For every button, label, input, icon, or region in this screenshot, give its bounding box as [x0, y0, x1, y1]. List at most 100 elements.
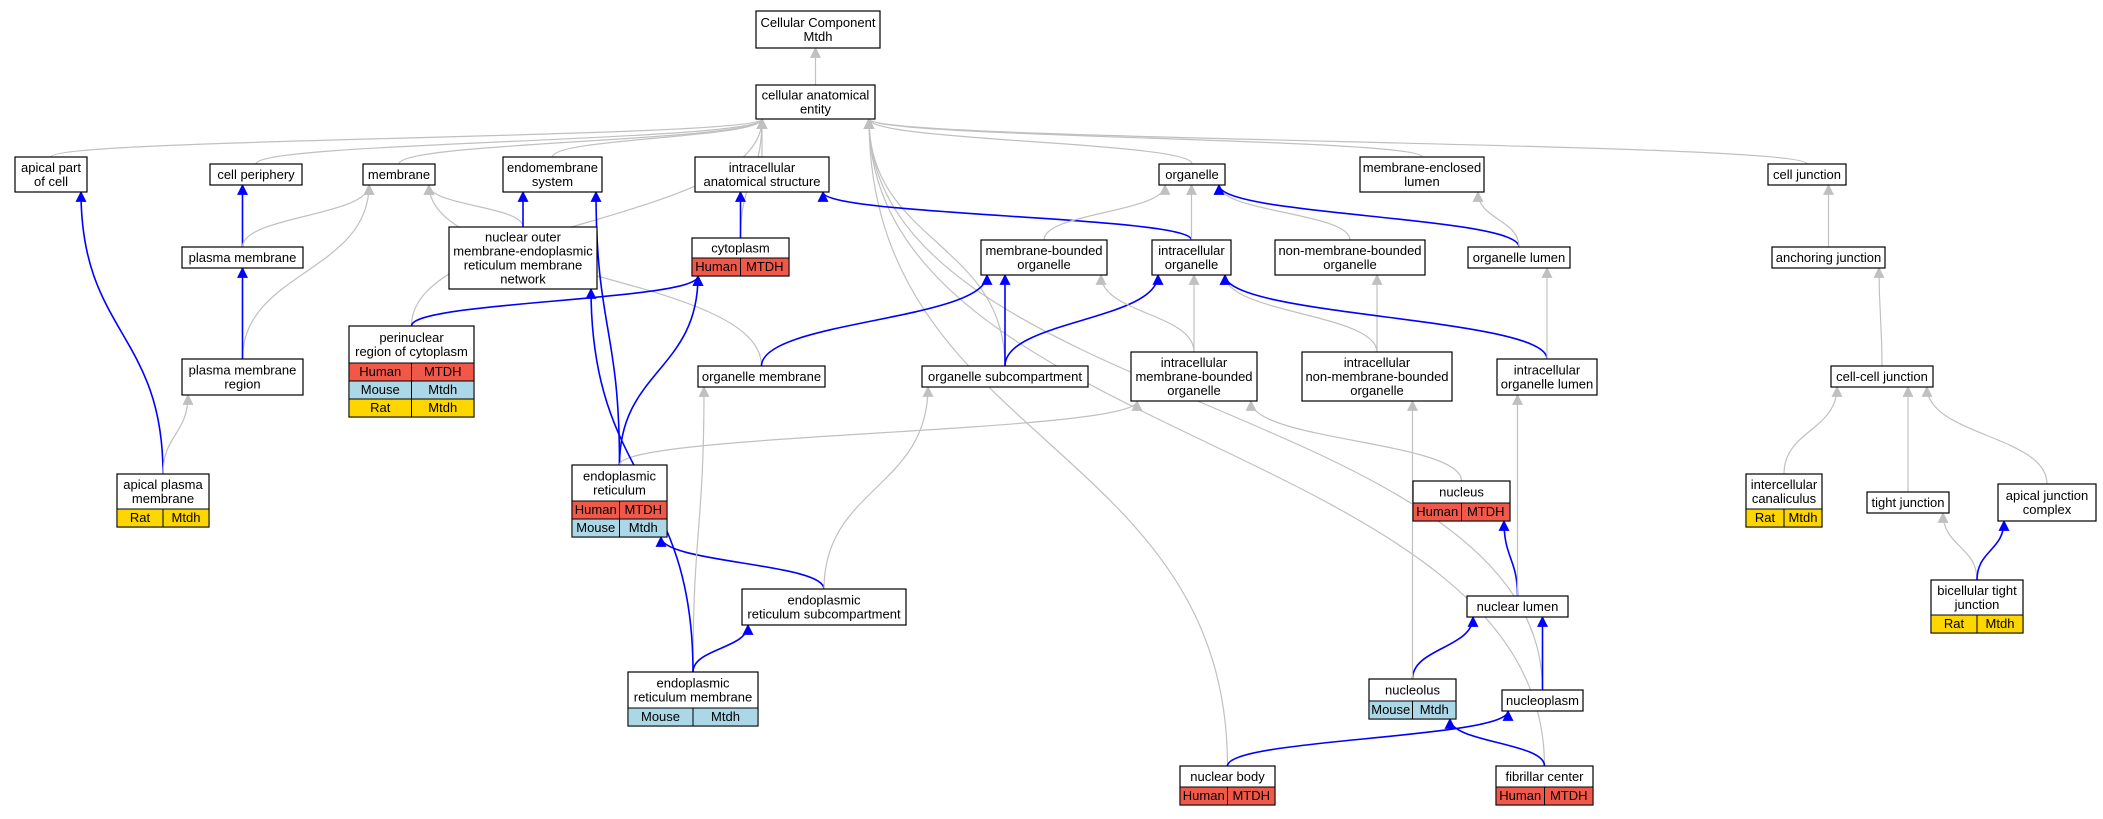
node-label-line: tight junction [1872, 495, 1945, 510]
node-box [1130, 351, 1258, 402]
node-box [502, 156, 603, 193]
edge-layer [50, 46, 2048, 767]
node-cell-cell-junction[interactable]: cell-cell junction [1830, 365, 1934, 388]
node-box [448, 226, 598, 290]
node-nuclear-outer-membrane[interactable]: nuclear outermembrane-endoplasmicreticul… [448, 226, 598, 290]
node-nuclear-lumen[interactable]: nuclear lumen [1466, 595, 1569, 618]
node-label-line: nucleolus [1385, 683, 1440, 698]
node-label-line: network [500, 272, 546, 287]
species-gene-cell-bg [619, 518, 668, 538]
node-box [755, 10, 881, 49]
edge-intracellular-organelle-to-intracellular-anatomical-structure [817, 190, 1193, 241]
node-label-line: membrane-endoplasmic [453, 244, 593, 259]
edge-intracellular-membrane-bounded-organelle-to-membrane-bounded-organelle [1095, 273, 1195, 353]
node-label-line: non-membrane-bounded [1305, 369, 1448, 384]
node-label-line: endoplasmic [583, 469, 656, 484]
species-gene-cell-bg [1412, 700, 1457, 720]
node-organelle-membrane[interactable]: organelle membrane [697, 365, 826, 388]
edge-membrane-to-cellular-anatomical-entity [398, 117, 768, 165]
node-nucleoplasm[interactable]: nucleoplasm [1501, 689, 1584, 712]
species-gene-cell: Mtdh [428, 382, 457, 397]
species-gene-cell: MTDH [1550, 788, 1588, 803]
edge-intracellular-organelle-lumen-to-intracellular-organelle [1219, 273, 1548, 360]
node-box [1771, 246, 1886, 269]
node-label-line: intracellular [1344, 355, 1411, 370]
node-plasma-membrane[interactable]: plasma membrane [181, 246, 304, 269]
node-label-line: apical plasma [123, 477, 203, 492]
edge-nuclear-body-to-cellular-anatomical-entity [863, 117, 1229, 767]
edge-perinuclear-region-to-cytoplasm [410, 274, 704, 327]
node-organelle[interactable]: organelle [1158, 163, 1226, 186]
node-label-line: region of cytoplasm [355, 344, 468, 359]
edge-apical-junction-complex-to-cell-cell-junction [1921, 385, 2048, 485]
species-gene-cell-bg [1227, 786, 1276, 806]
species-name-cell: Human [1183, 788, 1225, 803]
node-organelle-subcompartment[interactable]: organelle subcompartment [921, 365, 1089, 388]
node-label-line: fibrillar center [1505, 769, 1584, 784]
edge-nucleolus-to-nuclear-lumen [1411, 615, 1479, 680]
edge-apical-plasma-membrane-to-apical-part-of-cell [75, 190, 164, 475]
node-label-line: cellular anatomical [762, 88, 870, 103]
node-cell-junction[interactable]: cell junction [1767, 163, 1847, 186]
node-label-line: nuclear body [1190, 769, 1265, 784]
edge-nucleoplasm-to-cellular-anatomical-entity [863, 117, 1544, 691]
edge-fibrillar-center-to-nucleolus [1444, 717, 1546, 767]
node-label-line: lumen [1404, 174, 1439, 189]
node-tight-junction[interactable]: tight junction [1866, 491, 1950, 514]
edge-apical-plasma-membrane-to-plasma-membrane-region [162, 393, 194, 475]
node-intracellular-non-membrane-bounded-organelle[interactable]: intracellularnon-membrane-boundedorganel… [1301, 351, 1453, 402]
node-label-line: apical junction [2006, 488, 2088, 503]
species-name-cell: Human [1416, 504, 1458, 519]
species-gene-cell: MTDH [624, 502, 662, 517]
edge-organelle-subcompartment-to-cellular-anatomical-entity [863, 117, 1006, 367]
node-membrane[interactable]: membrane [362, 163, 436, 186]
node-box [14, 156, 88, 193]
edge-membrane-enclosed-lumen-to-cellular-anatomical-entity [863, 117, 1423, 158]
edge-endomembrane-system-to-cellular-anatomical-entity [551, 117, 768, 158]
edge-apical-part-of-cell-to-cellular-anatomical-entity [50, 117, 768, 158]
node-box [1767, 163, 1847, 186]
species-name-cell: Mouse [641, 709, 680, 724]
node-label-line: Mtdh [804, 29, 833, 44]
node-organelle-lumen[interactable]: organelle lumen [1467, 246, 1571, 269]
node-label-line: membrane-enclosed [1363, 160, 1482, 175]
node-label-line: organelle [1165, 257, 1219, 272]
node-label-line: endoplasmic [788, 593, 861, 608]
species-gene-cell-bg [411, 398, 475, 418]
node-anchoring-junction[interactable]: anchoring junction [1771, 246, 1886, 269]
node-label-line: apical part [21, 160, 81, 175]
node-label-line: organelle membrane [702, 369, 821, 384]
node-label-line: organelle [1167, 383, 1221, 398]
node-label-line: cytoplasm [711, 241, 770, 256]
species-gene-cell-bg [1544, 786, 1594, 806]
node-label-line: cell-cell junction [1836, 369, 1928, 384]
node-cell-periphery[interactable]: cell periphery [209, 163, 303, 186]
